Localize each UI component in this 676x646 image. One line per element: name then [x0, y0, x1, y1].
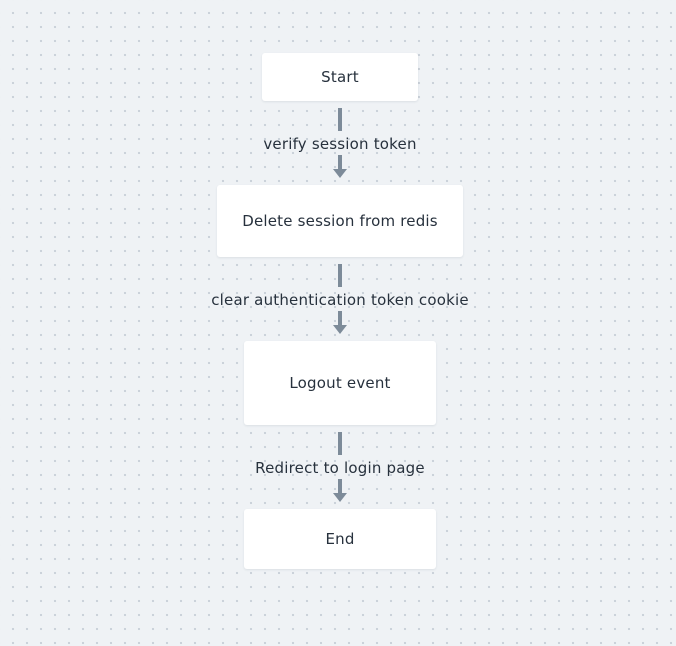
node-start[interactable]: Start	[262, 53, 418, 101]
node-label: Logout event	[289, 374, 391, 392]
edge-label-redirect-login: Redirect to login page	[255, 459, 425, 477]
node-label: Delete session from redis	[242, 212, 438, 230]
arrowhead-icon	[333, 325, 347, 334]
arrowhead-icon	[333, 169, 347, 178]
node-logout-event[interactable]: Logout event	[244, 341, 436, 425]
edge-label-verify-session-token: verify session token	[263, 135, 417, 153]
edge-label-clear-auth-cookie: clear authentication token cookie	[211, 291, 469, 309]
node-label: End	[325, 530, 355, 548]
arrowhead-icon	[333, 493, 347, 502]
node-end[interactable]: End	[244, 509, 436, 569]
node-label: Start	[321, 68, 359, 86]
node-delete-session[interactable]: Delete session from redis	[217, 185, 463, 257]
